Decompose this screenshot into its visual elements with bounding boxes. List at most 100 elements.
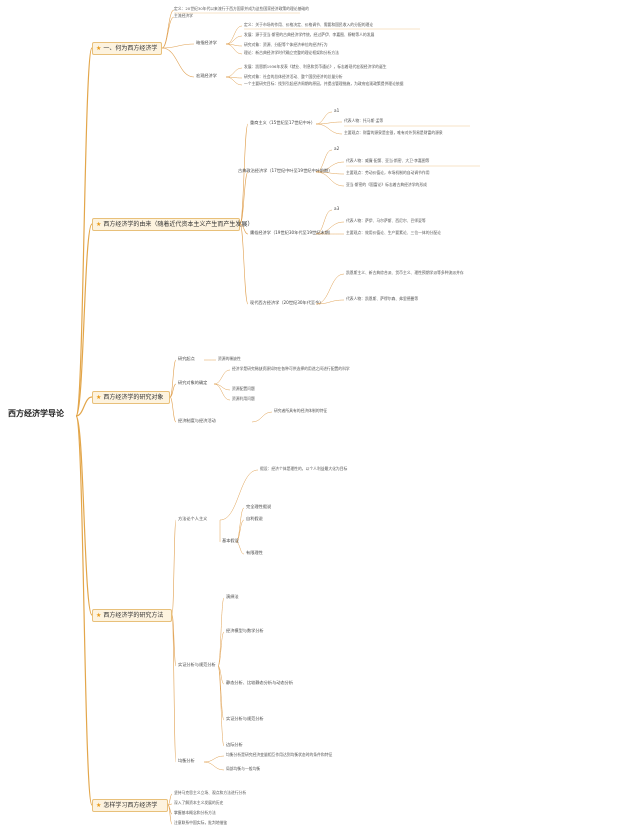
node-self-interest: 自利假说 <box>246 516 263 521</box>
connector-line <box>213 383 231 401</box>
branch-origin[interactable]: ★西方经济学的由来（随着近代资本主义产生而产生发展） <box>92 218 253 231</box>
node-macro-object: 研究对象：社会的总体经济活动、整个国民经济的总量分析 <box>244 74 343 79</box>
branch-label: 西方经济学的研究方法 <box>103 612 164 619</box>
node-macro-dev: 发展：凯恩斯1936年发表《就业、利息和货币通论》，标志着现代宏观经济学的诞生 <box>244 64 387 69</box>
connector-line <box>171 614 177 667</box>
branch-label: 西方经济学的由来（随着近代资本主义产生而产生发展） <box>103 221 254 228</box>
connector-line <box>315 121 343 125</box>
connector-line <box>225 76 243 86</box>
node-a1: a1 <box>334 108 340 113</box>
branch-research-object[interactable]: ★西方经济学的研究对象 <box>92 391 170 404</box>
connector-line <box>171 519 177 616</box>
connector-line <box>239 171 249 225</box>
connector-line <box>203 761 225 771</box>
node-learn-1: 坚持马克思主义立场、观点和方法进行分析 <box>174 790 247 795</box>
node-rational: 完全理性假说 <box>246 504 272 509</box>
node-system: 经济制度与经济活动 <box>178 418 216 423</box>
connector-line <box>251 411 273 423</box>
node-equilibrium-types: 局部均衡与一般均衡 <box>226 766 261 771</box>
connector-line <box>167 793 173 806</box>
connector-line <box>75 223 93 417</box>
connector-line <box>203 755 225 763</box>
connector-line <box>315 209 333 235</box>
node-scarcity: 资源的稀缺性 <box>218 356 241 361</box>
node-macro-goal: 一个主要研究目标：找到引起经济周期的原因，并提出管理措施，为政府宏观政策提供理论… <box>244 81 404 86</box>
node-allocation: 资源配置问题 <box>232 386 255 391</box>
connector-line <box>315 111 333 125</box>
connector-line <box>235 541 245 555</box>
node-classical-people: 代表人物：威廉·配第、亚当·斯密、大卫·李嘉图等 <box>346 158 430 163</box>
node-start: 研究起点 <box>178 356 195 361</box>
branch-what-is-western-economics[interactable]: ★一、何为西方经济学 <box>92 42 162 55</box>
node-mercantilism-people: 代表人物：托马斯·孟等 <box>344 118 384 123</box>
connector-line <box>225 43 243 55</box>
connector-line <box>239 223 249 235</box>
node-mercantilism: 重商主义（15世纪至17世纪中叶） <box>250 120 316 125</box>
node-micro-dev: 发展：源于亚当·斯密的古典经济学传统，经过萨伊、李嘉图、穆勒等人的发展 <box>244 32 375 37</box>
connector-line <box>167 804 173 825</box>
connector-line <box>161 43 195 49</box>
connector-line <box>75 415 93 616</box>
node-macro: 宏观经济学 <box>196 73 217 78</box>
node-static-dynamic: 静态分析、比较静态分析与动态分析 <box>226 680 294 685</box>
connector-line <box>315 299 345 305</box>
node-individualism-assumption: 假设：经济个体是理性的，以个人利益最大化为目标 <box>260 466 348 471</box>
star-icon: ★ <box>96 45 102 52</box>
node-a2: a2 <box>334 146 340 151</box>
node-micro-theory: 理论：新古典经济学时代确立完整的理论框架和分析方法 <box>244 50 339 55</box>
connector-line <box>217 597 225 667</box>
node-deduction: 演绎法 <box>226 594 239 599</box>
branch-label: 西方经济学的研究对象 <box>103 394 164 401</box>
node-basic-assumption: 基本假设 <box>222 538 239 543</box>
connector-line <box>225 25 243 45</box>
node-learn-4: 注意联系中国实际，批判地借鉴 <box>174 820 228 825</box>
node-vulgar: 庸俗经济学（19世纪30年代至19世纪末期） <box>250 230 333 235</box>
connector-line <box>75 47 93 417</box>
node-equilibrium: 均衡分析 <box>178 758 195 763</box>
node-micro-object: 研究对象：资源、分配等个体经济单位的经济行为 <box>244 42 328 47</box>
node-object: 研究对象的确定 <box>178 380 208 385</box>
node-modern-schools: 凯恩斯主义、新古典综合派、货币主义、理性预期学派等多种流派并存 <box>346 270 464 275</box>
node-classical: 古典政治经济学（17世纪中叶至19世纪中叶前期） <box>238 168 333 173</box>
node-classical-view: 主要观点：劳动价值论，市场机制的自动调节作用 <box>346 170 430 175</box>
branch-how-to-learn[interactable]: ★怎样学习西方经济学 <box>92 799 168 812</box>
node-modern-people: 代表人物：凯恩斯、萨缪尔森、弗里德曼等 <box>346 296 419 301</box>
node-learn-2: 深入了解资本主义发展的历史 <box>174 800 224 805</box>
node-pos-norm-2: 实证分析与规范分析 <box>226 716 264 721</box>
node-bounded: 有限理性 <box>246 550 263 555</box>
node-micro-def: 定义：关于市场的作用、价格决定、价格调节、需要和国民收入的分配的理论 <box>244 22 374 27</box>
connector-line <box>235 519 245 543</box>
node-object-def: 经济学是研究稀缺资源如何在各种可供选择的用途之间进行配置的科学 <box>232 366 350 371</box>
node-modern: 现代西方经济学（20世纪30年代至今） <box>250 300 324 305</box>
node-mercantilism-view: 主要观点：财富的源泉是金银，唯有对外贸易是财富的源泉 <box>344 130 443 135</box>
connector-line <box>315 123 343 135</box>
connector-line <box>225 35 243 45</box>
star-icon: ★ <box>96 221 102 228</box>
node-individualism: 方法论个人主义 <box>178 516 208 521</box>
connector-line <box>217 631 225 667</box>
connector-line <box>75 396 93 417</box>
connector-line <box>315 221 345 235</box>
node-vulgar-view: 主要观点：效用价值论、生产要素论、三位一体的分配论 <box>346 230 441 235</box>
node-marginal: 边际分析 <box>226 742 243 747</box>
connector-line <box>219 469 259 521</box>
connector-line <box>169 396 177 423</box>
node-a3: a3 <box>334 206 340 211</box>
connector-line <box>315 149 333 173</box>
connector-line <box>217 665 225 685</box>
root-node[interactable]: 西方经济学导论 <box>8 409 64 418</box>
node-micro: 暗指经济学 <box>196 40 217 45</box>
node-definition: 定义：20世纪30年代以来流行于西方国家并成为这些国家经济政策的理论基础的 <box>174 6 309 11</box>
branch-label: 一、何为西方经济学 <box>103 45 158 52</box>
connector-line <box>161 16 175 49</box>
node-vulgar-people: 代表人物：萨伊、马尔萨斯、西尼尔、巴师夏等 <box>346 218 426 223</box>
connector-line <box>213 369 231 385</box>
node-mainstream: 主流经济学 <box>174 13 193 18</box>
node-utilization: 资源利用问题 <box>232 396 255 401</box>
connector-line <box>225 67 243 78</box>
node-positive-normative: 实证分析与规范分析 <box>178 662 216 667</box>
branch-research-method[interactable]: ★西方经济学的研究方法 <box>92 609 172 622</box>
connector-line <box>315 171 345 187</box>
node-classical-mark: 亚当·斯密的《国富论》标志着古典经济学的形成 <box>346 182 427 187</box>
